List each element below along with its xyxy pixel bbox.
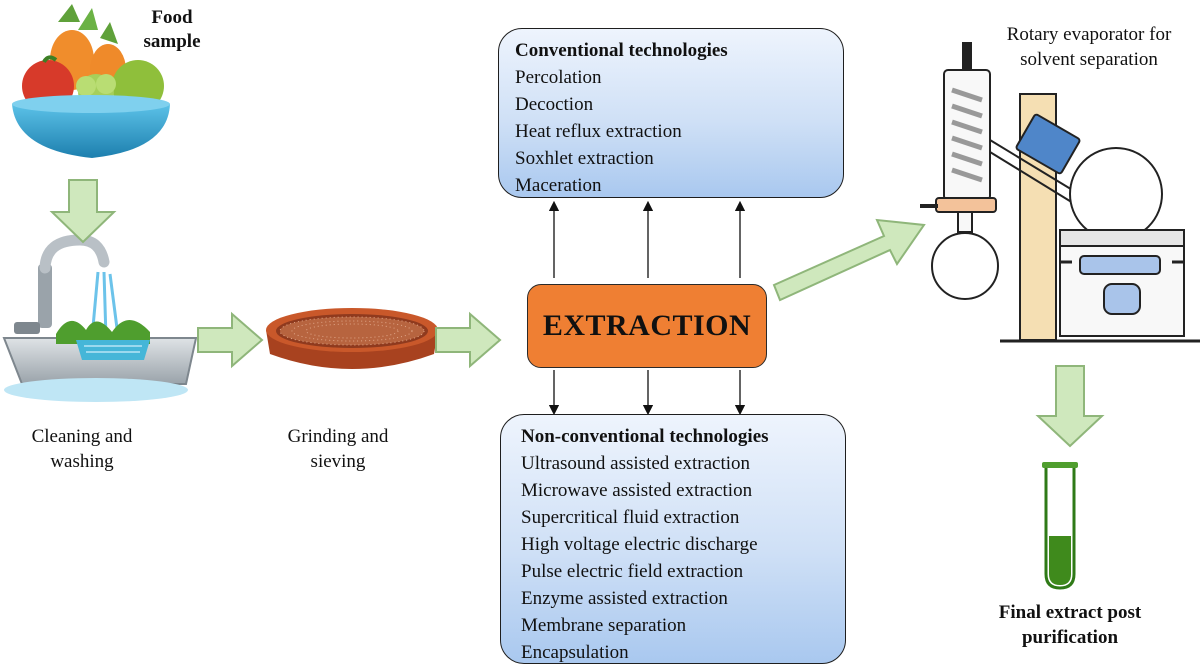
non-conventional-title: Non-conventional technologies: [521, 426, 769, 447]
extraction-label: EXTRACTION: [542, 309, 752, 342]
flow-arrow-right-1: [197, 311, 264, 369]
conventional-technologies-box: Conventional technologies Percolation De…: [498, 28, 844, 198]
sink-icon: [2, 234, 198, 402]
food-bowl-icon: [12, 4, 170, 158]
cleaning-label: Cleaning and washing: [31, 426, 133, 472]
non-conventional-technologies-box: Non-conventional technologies Ultrasound…: [500, 414, 846, 664]
grinding-label: Grinding and sieving: [287, 426, 389, 472]
list-item: Enzyme assisted extraction: [521, 588, 728, 609]
flow-arrow-down-1: [49, 179, 117, 244]
list-item: Soxhlet extraction: [515, 148, 654, 169]
final-extract-label: Final extract post purification: [998, 602, 1142, 648]
food-sample-label: Food sample: [143, 7, 201, 52]
list-item: Ultrasound assisted extraction: [521, 453, 751, 474]
list-item: Pulse electric field extraction: [521, 561, 744, 582]
list-item: High voltage electric discharge: [521, 534, 758, 555]
rotary-evaporator-icon: [920, 42, 1200, 343]
flow-arrow-down-2: [1035, 365, 1105, 448]
conventional-title: Conventional technologies: [515, 40, 728, 61]
list-item: Maceration: [515, 175, 602, 196]
rotary-label: Rotary evaporator for solvent separation: [1006, 24, 1172, 70]
flow-arrow-right-2: [435, 311, 502, 369]
extraction-box: EXTRACTION: [527, 284, 767, 368]
list-item: Percolation: [515, 67, 602, 88]
list-item: Supercritical fluid extraction: [521, 507, 740, 528]
sieve-icon: [266, 308, 438, 369]
connector-arrows-down: [548, 370, 746, 416]
list-item: Encapsulation: [521, 642, 629, 663]
list-item: Decoction: [515, 94, 594, 115]
test-tube-icon: [1042, 462, 1078, 590]
flow-arrow-diagonal: [772, 218, 926, 302]
list-item: Heat reflux extraction: [515, 121, 682, 142]
list-item: Microwave assisted extraction: [521, 480, 753, 501]
list-item: Membrane separation: [521, 615, 687, 636]
connector-arrows-up: [548, 200, 746, 278]
